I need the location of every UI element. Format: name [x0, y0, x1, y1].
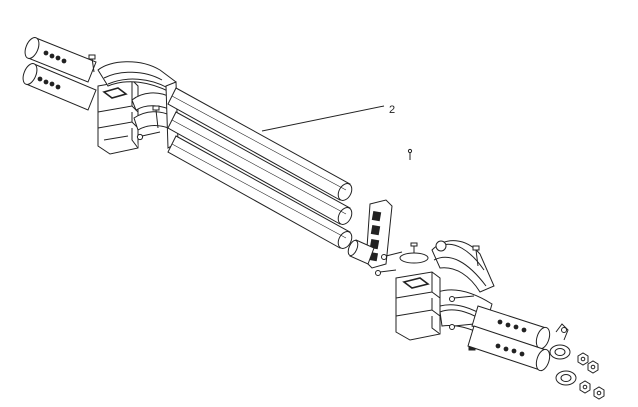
- left-post-block: [97, 79, 139, 155]
- middle-bolt: [375, 251, 403, 276]
- long-tubes: [167, 87, 353, 249]
- nuts: [577, 352, 605, 400]
- right-bracket-assembly: [395, 240, 605, 400]
- right-top-bolt: [472, 245, 480, 267]
- end-clamp-lower: [555, 370, 577, 386]
- small-pin: [407, 148, 413, 160]
- leader-line: [261, 105, 385, 132]
- callout-part-2: 2: [261, 104, 395, 132]
- callout-label: 2: [389, 104, 395, 116]
- washer-disc: [399, 242, 429, 264]
- short-insert-tube: [347, 239, 375, 265]
- long-tube-bottom: [167, 135, 353, 249]
- left-top-bolt: [88, 54, 96, 73]
- end-clamp-upper: [549, 323, 571, 360]
- right-lower-short-tube: [467, 325, 551, 372]
- right-post-block: [395, 271, 441, 341]
- long-tube-middle: [167, 111, 353, 225]
- left-bracket-assembly: [22, 37, 179, 155]
- left-upper-short-tube: [24, 37, 97, 83]
- long-tube-top: [167, 87, 353, 201]
- left-lower-bolt: [152, 105, 160, 129]
- left-lower-short-tube: [22, 63, 97, 111]
- left-side-bolt: [136, 131, 161, 141]
- left-bracket-arms: [97, 61, 177, 131]
- middle-connector: [347, 148, 429, 276]
